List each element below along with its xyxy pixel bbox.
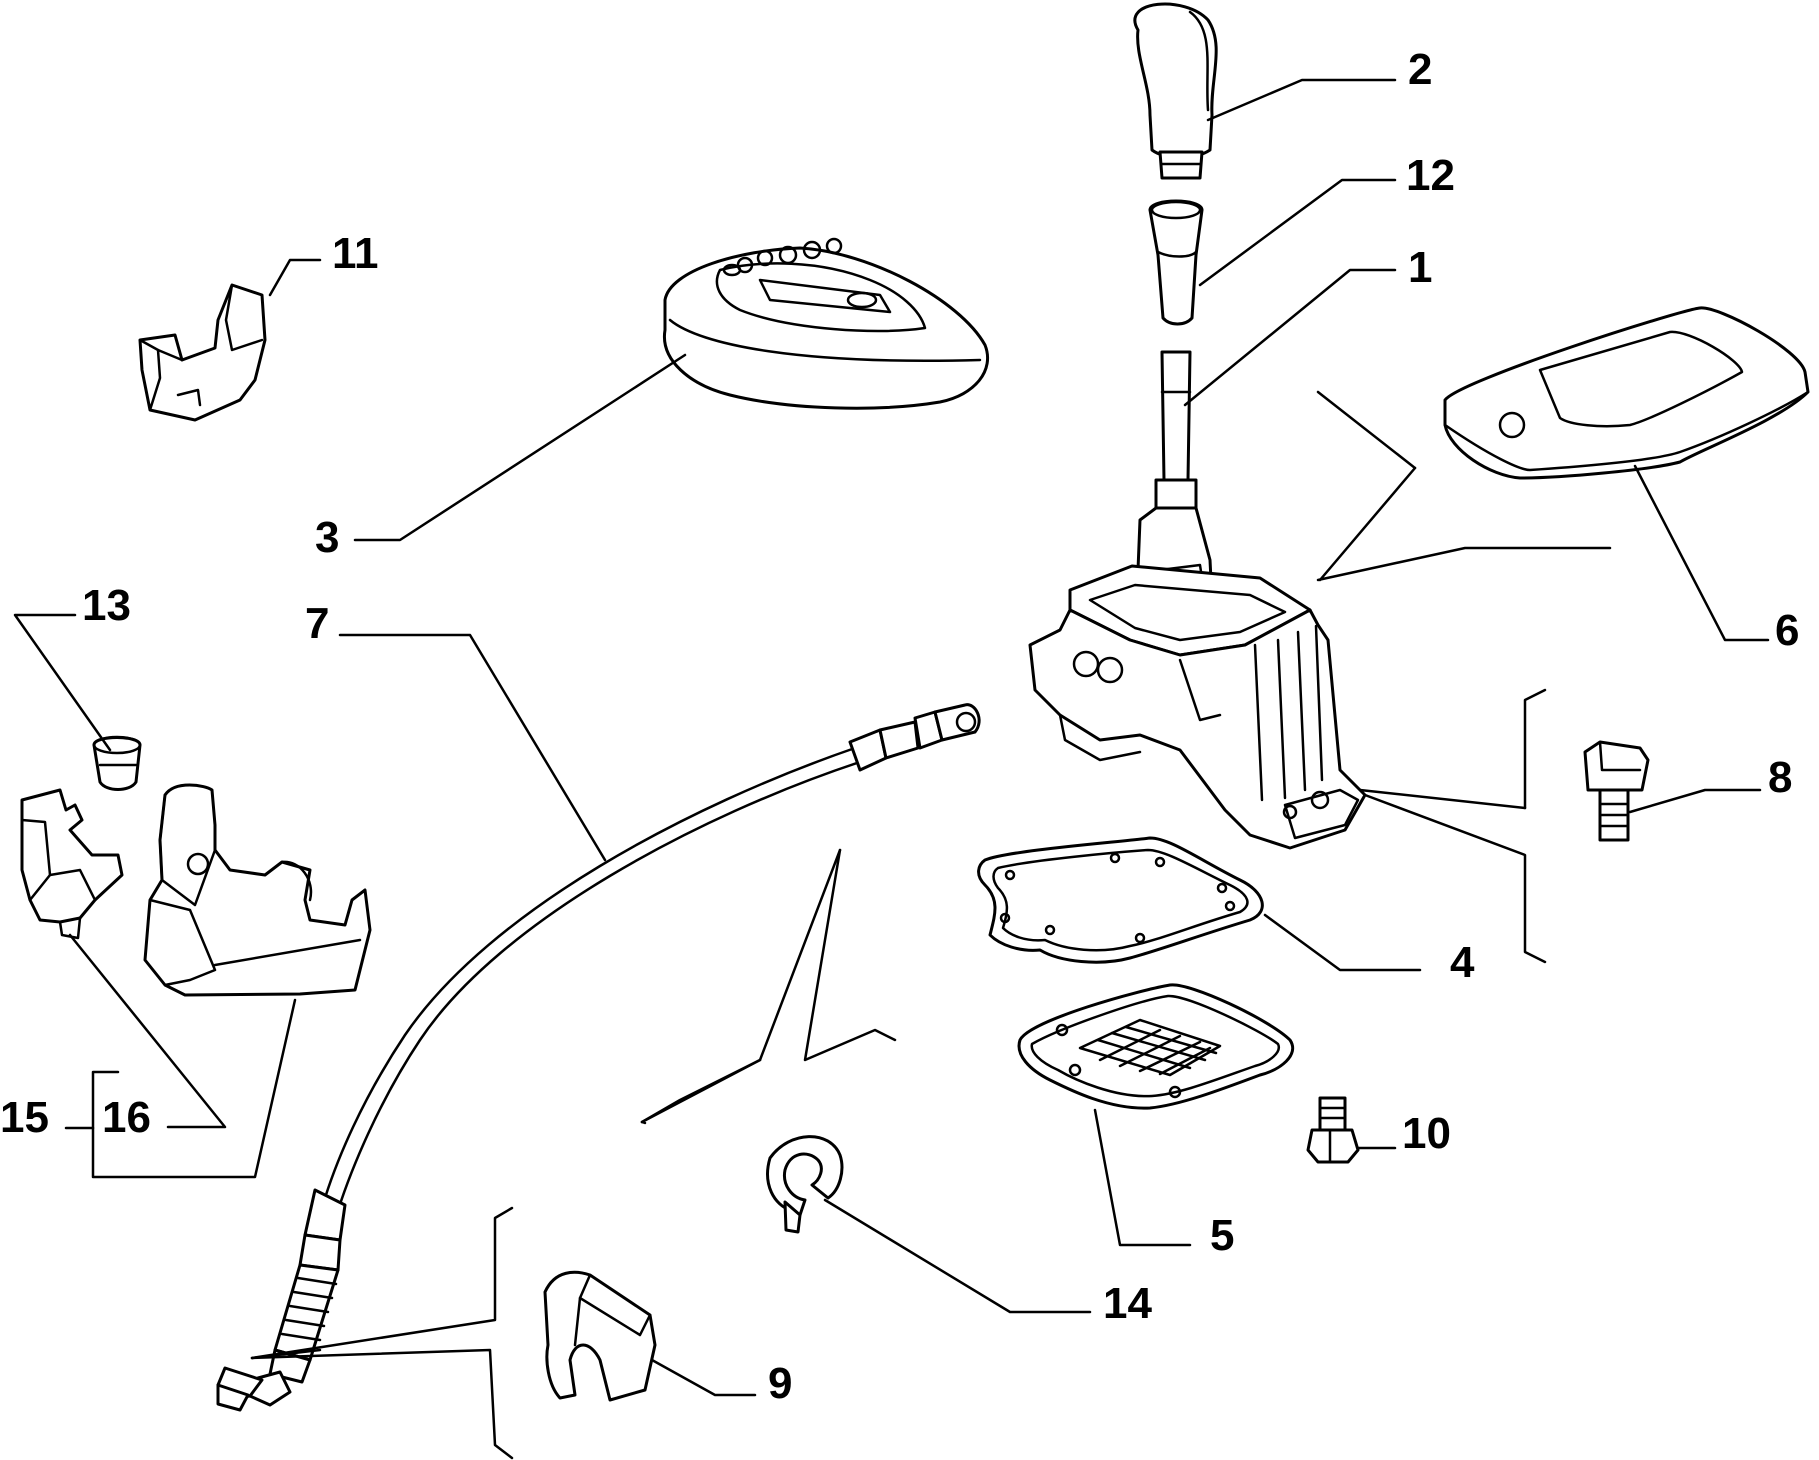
part-2-shift-knob xyxy=(1133,2,1218,180)
callout-11: 11 xyxy=(332,229,379,278)
callout-5: 5 xyxy=(1210,1211,1234,1260)
ref-line-1c xyxy=(1316,390,1417,470)
callout-1: 1 xyxy=(1408,243,1432,292)
part-5-cover-plate xyxy=(1017,983,1294,1110)
part-9-retaining-clip xyxy=(543,1270,657,1402)
part-7-gear-cable xyxy=(216,703,981,1412)
callout-15: 15 xyxy=(0,1093,49,1142)
callout-labels: 1 2 3 4 5 6 7 8 9 10 11 12 13 14 15 16 xyxy=(0,45,1799,1408)
part-14-spring-clip xyxy=(766,1135,844,1234)
part-6-gasket-plate xyxy=(1443,306,1810,480)
leader-13 xyxy=(13,613,112,752)
ref-line-1d xyxy=(1358,788,1527,810)
part-16-clip xyxy=(20,788,124,940)
leader-11 xyxy=(268,258,322,297)
part-13-cap xyxy=(92,735,142,791)
ref-line-1a xyxy=(1316,546,1612,582)
leader-2 xyxy=(1206,78,1397,122)
leader-7 xyxy=(338,633,607,862)
part-1-gear-lever-housing xyxy=(1028,350,1367,850)
ref-line-7g xyxy=(250,1348,322,1360)
part-15-bracket-plate xyxy=(143,783,372,997)
ref-line-7e xyxy=(250,1206,514,1360)
part-10-bolt xyxy=(1306,1096,1360,1164)
callout-10: 10 xyxy=(1402,1109,1451,1158)
callout-6: 6 xyxy=(1775,606,1799,655)
leader-12 xyxy=(1198,178,1397,287)
ref-line-1f xyxy=(1363,793,1547,964)
part-11-bracket-clip xyxy=(138,283,267,422)
callout-2: 2 xyxy=(1408,45,1432,94)
callout-4: 4 xyxy=(1450,938,1475,987)
ref-line-1e xyxy=(1523,688,1547,810)
callout-12: 12 xyxy=(1406,151,1455,200)
ref-line-7d xyxy=(640,1058,762,1124)
leader-15-bracket xyxy=(91,998,297,1179)
leader-5 xyxy=(1093,1108,1192,1247)
leader-14 xyxy=(823,1198,1092,1314)
callout-16: 16 xyxy=(102,1093,151,1142)
leader-1 xyxy=(1183,268,1397,407)
ref-line-7f xyxy=(250,1348,514,1460)
callout-3: 3 xyxy=(315,513,339,562)
part-8-bolt xyxy=(1583,740,1650,842)
part-4-gasket xyxy=(977,836,1264,964)
leader-16 xyxy=(68,933,227,1129)
ref-line-7b xyxy=(803,848,897,1062)
ref-line-7a xyxy=(640,848,842,1124)
part-3-console-cover xyxy=(662,237,990,410)
leader-lines xyxy=(13,78,1770,1460)
callout-7: 7 xyxy=(305,599,329,648)
callout-13: 13 xyxy=(82,581,131,630)
leader-3 xyxy=(353,353,687,542)
part-12-knob-bushing xyxy=(1148,199,1204,326)
ref-line-1b xyxy=(1318,466,1417,582)
leader-4 xyxy=(1263,913,1422,972)
leader-9 xyxy=(650,1358,757,1397)
leader-8 xyxy=(1628,788,1762,814)
callout-14: 14 xyxy=(1103,1279,1152,1328)
callout-8: 8 xyxy=(1768,753,1792,802)
leader-6 xyxy=(1633,464,1770,642)
callout-9: 9 xyxy=(768,1359,792,1408)
